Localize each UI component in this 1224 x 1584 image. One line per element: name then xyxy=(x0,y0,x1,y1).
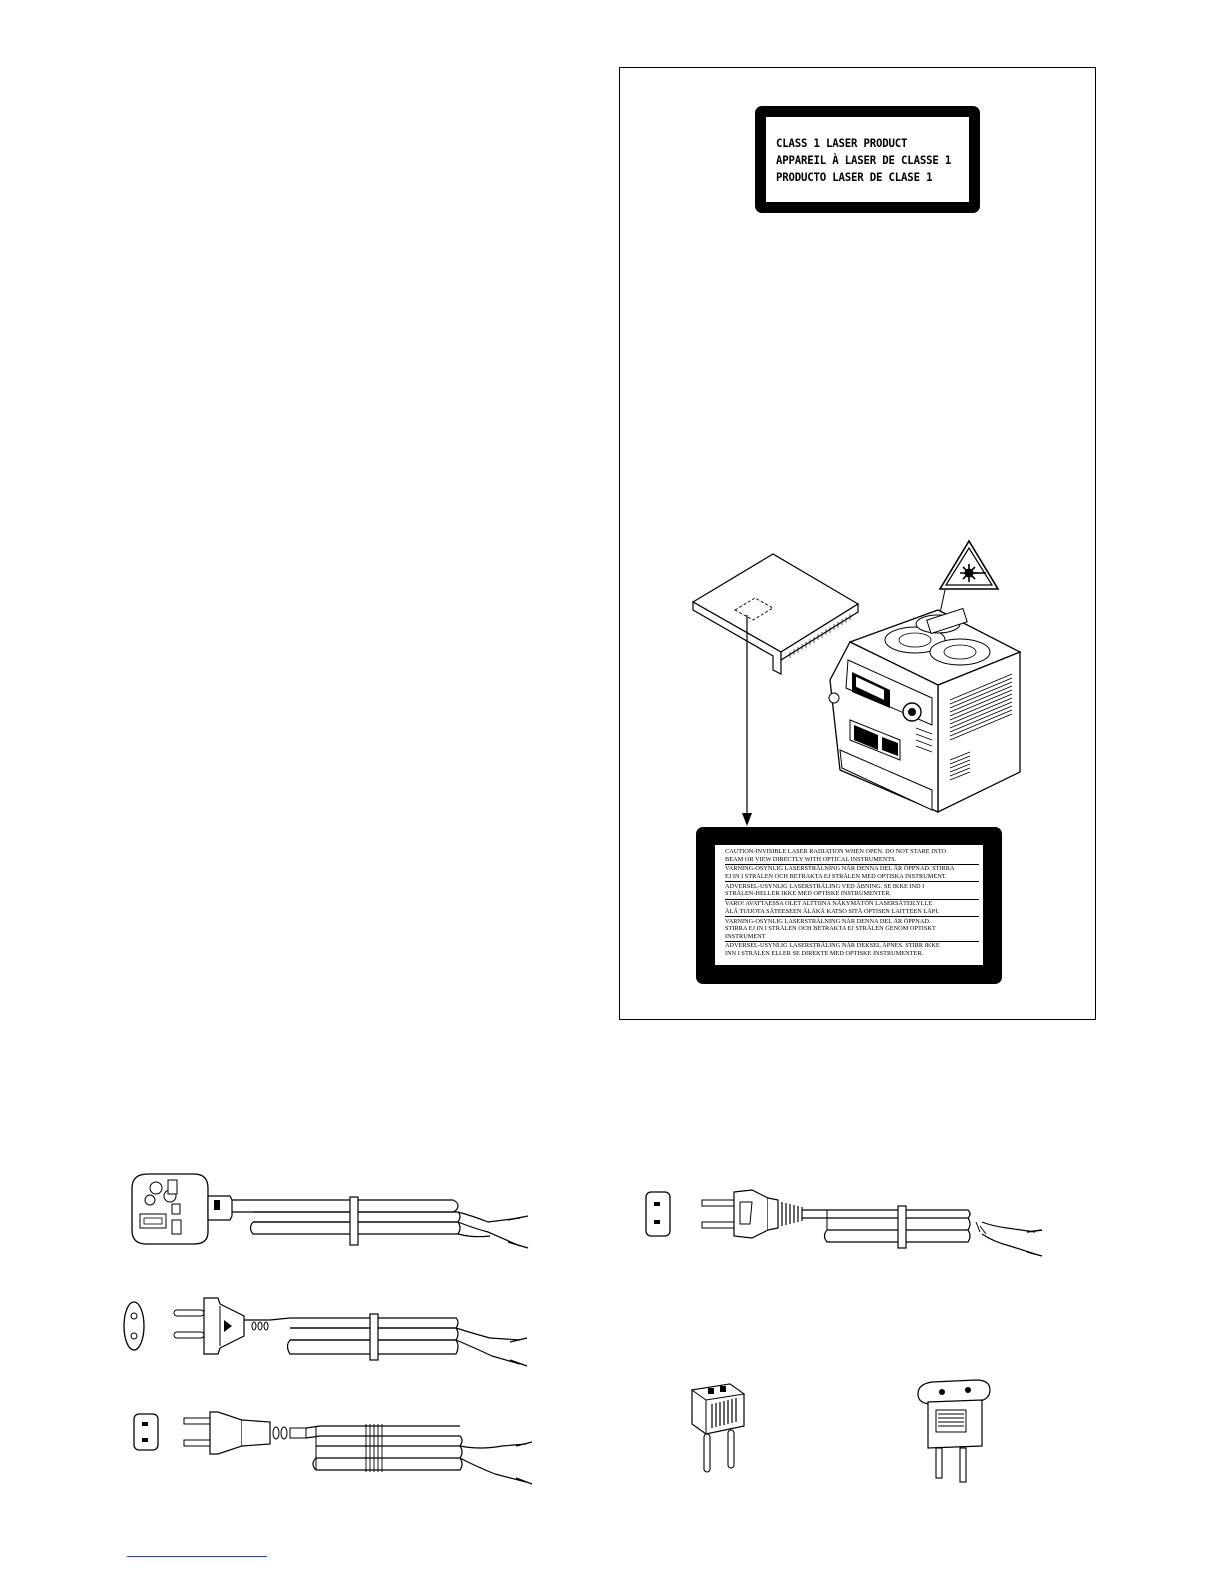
us-plug-cord xyxy=(645,1189,1043,1257)
bottom-link-underline[interactable] xyxy=(127,1556,267,1557)
warning-line: INN I STRÅLEN ELLER SE DIREKTE MED OPTIS… xyxy=(725,950,924,958)
warning-line: BEAM OR VIEW DIRECTLY WITH OPTICAL INSTR… xyxy=(725,855,897,863)
warning-group-no: ADVERSEL-USYNLIG LASERSTRÅLING NÅR DEKSE… xyxy=(725,942,979,958)
us-plug-cord-polarized xyxy=(133,1411,533,1485)
warning-group-en: CAUTION-INVISIBLE LASER RADIATION WHEN O… xyxy=(725,848,979,865)
uk-plug-cord xyxy=(131,1173,529,1249)
class1-line: PRODUCTO LASER DE CLASE 1 xyxy=(776,170,933,184)
warning-line: ÄLÄ TUIJOTA SÄTEESEEN ÄLÄKÄ KATSO SITÄ O… xyxy=(725,907,939,915)
laser-info-panel xyxy=(619,67,1096,1020)
laser-warning-label: CAUTION-INVISIBLE LASER RADIATION WHEN O… xyxy=(696,827,1002,984)
euro-plug-adaptor xyxy=(690,1383,746,1473)
cabinet-cover-illustration xyxy=(691,553,860,675)
mini-stereo-system-illustration xyxy=(828,607,1022,814)
euro-plug-cord xyxy=(123,1297,528,1367)
warning-line: VARO! AVATTAESSA OLET ALTTIINA NÄKYMÄTÖN… xyxy=(725,900,933,908)
warning-line: STRÅLEN-HELLER IKKE MED OPTISKE INSTRUME… xyxy=(725,890,891,898)
warning-group-da: ADVERSEL-USYNLIG LASERSTRÅLING VED ÅBNIN… xyxy=(725,883,979,900)
warning-group-fi: VARO! AVATTAESSA OLET ALTTIINA NÄKYMÄTÖN… xyxy=(725,900,979,917)
class1-laser-label: CLASS 1 LASER PRODUCT APPAREIL À LASER D… xyxy=(755,106,980,213)
warning-line: ADVERSEL-USYNLIG LASERSTRÅLING VED ÅBNIN… xyxy=(725,882,925,890)
warning-text-area: CAUTION-INVISIBLE LASER RADIATION WHEN O… xyxy=(715,845,983,965)
warning-line: INSTRUMENT xyxy=(725,932,766,940)
warning-line: CAUTION-INVISIBLE LASER RADIATION WHEN O… xyxy=(725,848,947,855)
class1-line: CLASS 1 LASER PRODUCT xyxy=(776,136,908,150)
warning-line: VARNING-OSYNLIG LASERSTRÅLNING NÄR DENNA… xyxy=(725,917,931,925)
warning-line: VARNING-OSYNLIG LASERSTRÅLNING NÄR DENNA… xyxy=(725,865,955,873)
laser-hazard-triangle-icon xyxy=(938,539,1000,590)
class1-line: APPAREIL À LASER DE CLASSE 1 xyxy=(776,153,952,167)
warning-group-sv2: VARNING-OSYNLIG LASERSTRÅLNING NÄR DENNA… xyxy=(725,918,979,942)
warning-line: STIRRA EJ IN I STRÅLEN OCH BETRAKTA EJ S… xyxy=(725,925,936,933)
warning-group-sv: VARNING-OSYNLIG LASERSTRÅLNING NÄR DENNA… xyxy=(725,865,979,883)
us-plug-adaptor xyxy=(917,1379,991,1483)
warning-line: EJ IN I STRÅLEN OCH BETRAKTA EJ STRÅLEN … xyxy=(725,872,947,880)
label-location-arrow xyxy=(742,615,752,826)
warning-line: ADVERSEL-USYNLIG LASERSTRÅLING NÅR DEKSE… xyxy=(725,942,940,950)
